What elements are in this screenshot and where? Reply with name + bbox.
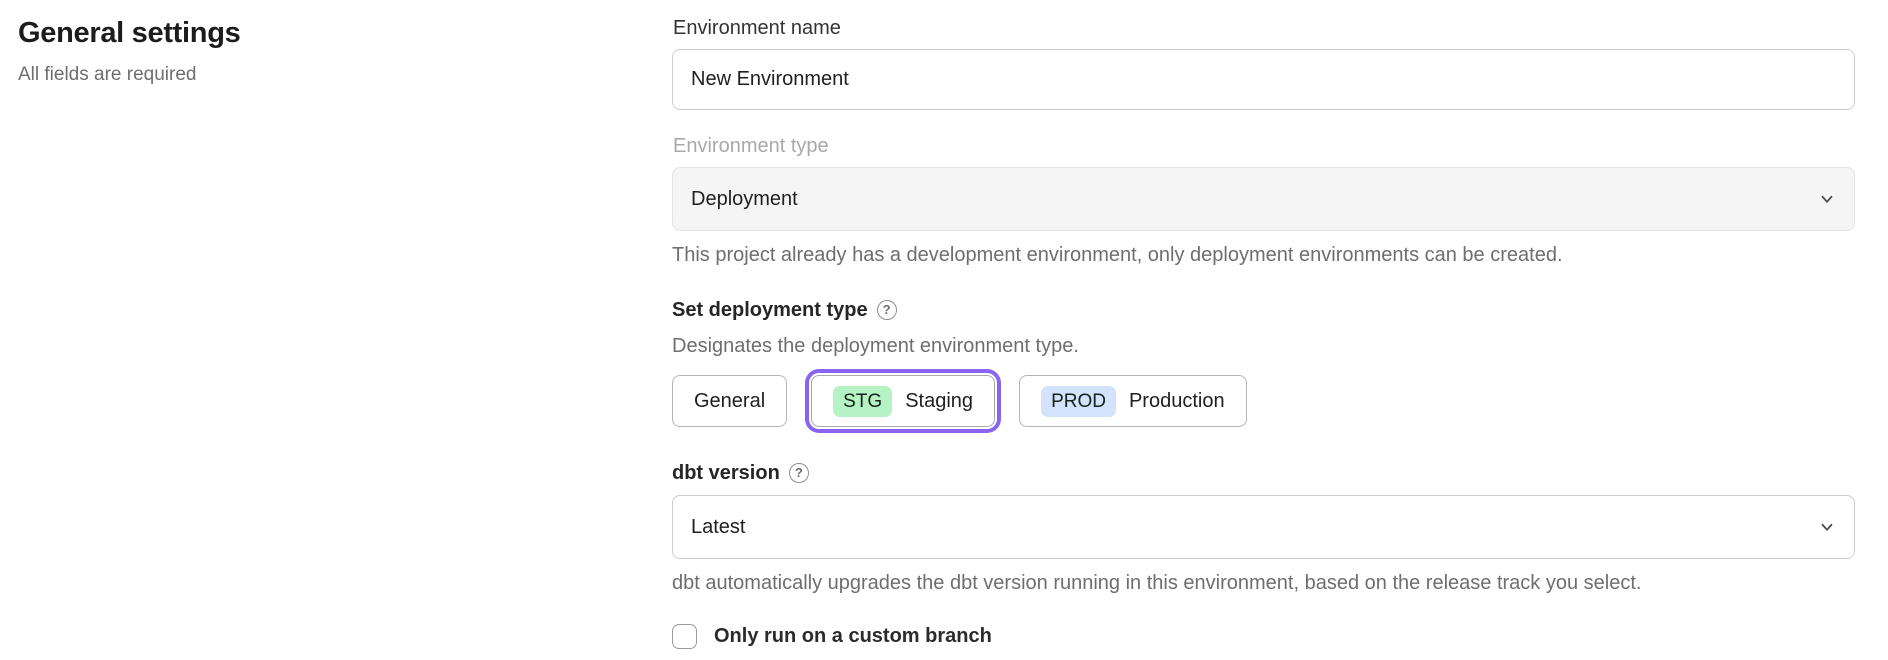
dbt-version-value: Latest <box>691 516 745 539</box>
dbt-version-heading: dbt version ? <box>672 461 1855 485</box>
help-icon[interactable]: ? <box>877 300 897 320</box>
environment-form: Environment name Environment type Deploy… <box>672 16 1855 649</box>
environment-type-value: Deployment <box>691 188 798 211</box>
set-deployment-type-heading: Set deployment type ? <box>672 298 1855 322</box>
deployment-type-option-production[interactable]: PROD Production <box>1019 375 1247 427</box>
page-title: General settings <box>18 16 618 50</box>
option-label: Production <box>1129 390 1225 413</box>
staging-badge: STG <box>833 386 892 417</box>
deployment-type-option-staging[interactable]: STG Staging <box>811 375 995 427</box>
deployment-type-option-general[interactable]: General <box>672 375 787 427</box>
dbt-version-label: dbt version <box>672 461 780 485</box>
environment-name-input[interactable] <box>672 49 1855 110</box>
production-badge: PROD <box>1041 386 1116 417</box>
environment-type-label: Environment type <box>673 134 1855 158</box>
dbt-version-select[interactable]: Latest <box>672 495 1855 559</box>
custom-branch-row: Only run on a custom branch <box>672 624 1855 649</box>
chevron-down-icon <box>1818 518 1836 536</box>
option-label: Staging <box>905 390 973 413</box>
custom-branch-checkbox[interactable] <box>672 624 697 649</box>
deployment-type-description: Designates the deployment environment ty… <box>672 334 1855 359</box>
deployment-type-options: General STG Staging PROD Production <box>672 375 1855 427</box>
chevron-down-icon <box>1818 190 1836 208</box>
settings-header: General settings All fields are required <box>18 16 618 87</box>
set-deployment-type-label: Set deployment type <box>672 298 868 322</box>
help-icon[interactable]: ? <box>789 463 809 483</box>
page-subtitle: All fields are required <box>18 63 618 87</box>
dbt-version-helper: dbt automatically upgrades the dbt versi… <box>672 571 1855 596</box>
environment-name-label: Environment name <box>673 16 1855 40</box>
environment-type-select: Deployment <box>672 167 1855 231</box>
option-label: General <box>694 390 765 413</box>
custom-branch-label: Only run on a custom branch <box>714 625 992 648</box>
environment-type-helper: This project already has a development e… <box>672 243 1855 268</box>
